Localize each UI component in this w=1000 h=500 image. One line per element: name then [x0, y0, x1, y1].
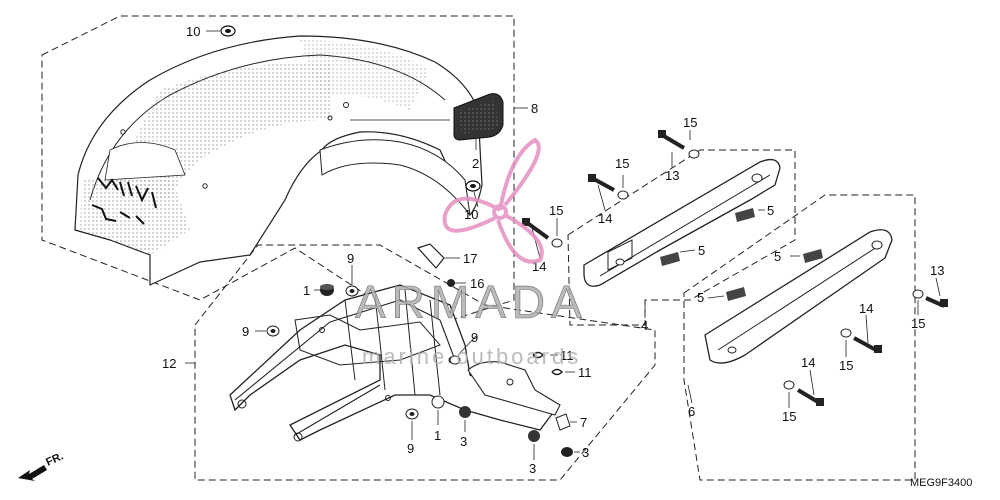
callout-washer-15-f: 15 — [782, 409, 796, 424]
callout-cap-3-b: 3 — [529, 461, 536, 476]
watermark: ARMADA marine outboards — [355, 137, 588, 369]
callout-pad-5-d: 5 — [697, 290, 704, 305]
callout-screw-16: 16 — [470, 276, 484, 291]
pad-5-c — [803, 249, 823, 263]
leader-lines — [185, 30, 941, 460]
cap-3-a — [459, 406, 471, 418]
bushing-9-b — [266, 325, 280, 337]
clip-11-a — [532, 351, 545, 359]
callout-clip-11-b: 11 — [578, 365, 592, 380]
callout-pad-5-b: 5 — [698, 243, 705, 258]
cap-3-c — [561, 447, 573, 457]
rear-fender — [74, 35, 483, 286]
callout-fender-8: 8 — [531, 101, 538, 116]
callout-grommet-1-bottom: 1 — [434, 428, 441, 443]
side-rail-6 — [704, 229, 893, 364]
front-label: FR. — [44, 450, 65, 468]
callout-pad-5-a: 5 — [767, 203, 774, 218]
clamp-17 — [416, 243, 445, 269]
pad-5-b — [660, 252, 680, 266]
front-direction-arrow: FR. — [18, 450, 65, 481]
callout-bushing-9-a: 9 — [347, 251, 354, 266]
callout-washer-15-a: 15 — [683, 115, 697, 130]
callout-washer-15-c: 15 — [549, 203, 563, 218]
callout-washer-15-d: 15 — [911, 316, 925, 331]
callout-bolt-14-d: 14 — [801, 355, 815, 370]
callout-bolt-13-b: 13 — [930, 263, 944, 278]
callout-washer-15-e: 15 — [839, 358, 853, 373]
callout-bushing-9-b: 9 — [242, 324, 249, 339]
callout-bushing-9-c: 9 — [471, 330, 478, 345]
rail-6-outline — [683, 194, 916, 481]
bolt-13-a — [658, 130, 700, 159]
callout-nut-10-mid: 10 — [464, 207, 478, 222]
damper-7 — [555, 413, 571, 431]
pad-5-a — [735, 208, 755, 222]
watermark-tagline: marine outboards — [362, 344, 581, 369]
watermark-brand: ARMADA — [355, 276, 588, 328]
bolt-14-d — [783, 380, 824, 406]
nut-10-top — [220, 25, 236, 37]
callout-bolt-14-c: 14 — [859, 301, 873, 316]
callout-clamp-17: 17 — [463, 251, 477, 266]
bushing-9-d — [405, 408, 419, 420]
watermark-propeller-icon — [442, 137, 544, 264]
grommet-1-bottom — [431, 395, 445, 409]
callout-clip-11-a: 11 — [560, 348, 574, 363]
rail-4-outline — [567, 149, 796, 326]
bushing-9-a — [345, 285, 359, 297]
callout-nut-10-top: 10 — [186, 24, 200, 39]
grommet-1-top — [320, 284, 334, 296]
callout-bolt-13-a: 13 — [665, 168, 679, 183]
callout-pad-5-c: 5 — [774, 249, 781, 264]
callout-cap-3-a: 3 — [460, 434, 467, 449]
callout-grommet-1-top: 1 — [303, 283, 310, 298]
nut-10-mid — [465, 180, 481, 192]
bolt-14-b — [522, 218, 563, 248]
clip-11-b — [551, 368, 564, 376]
rear-subframe — [229, 284, 561, 442]
bolt-14-c — [840, 328, 882, 353]
cap-3-b — [528, 430, 540, 442]
callout-reflector-2: 2 — [472, 156, 479, 171]
bolt-14-a — [588, 174, 629, 200]
callout-frame-12: 12 — [162, 356, 176, 371]
reflector — [453, 93, 504, 141]
callout-rail-6: 6 — [688, 404, 695, 419]
callout-bolt-14-a: 14 — [598, 211, 612, 226]
callout-washer-15-b: 15 — [615, 156, 629, 171]
side-rail-4 — [583, 158, 781, 287]
screw-16 — [447, 279, 455, 287]
callout-rail-4: 4 — [641, 318, 648, 333]
callout-cap-3-c: 3 — [582, 445, 589, 460]
diagram-code: MEG9F3400 — [910, 477, 972, 489]
bushing-9-c — [449, 355, 461, 365]
callout-damper-7: 7 — [580, 415, 587, 430]
bolt-13-b — [912, 289, 948, 308]
callout-bushing-9-d: 9 — [407, 441, 414, 456]
pad-5-d — [726, 287, 746, 301]
